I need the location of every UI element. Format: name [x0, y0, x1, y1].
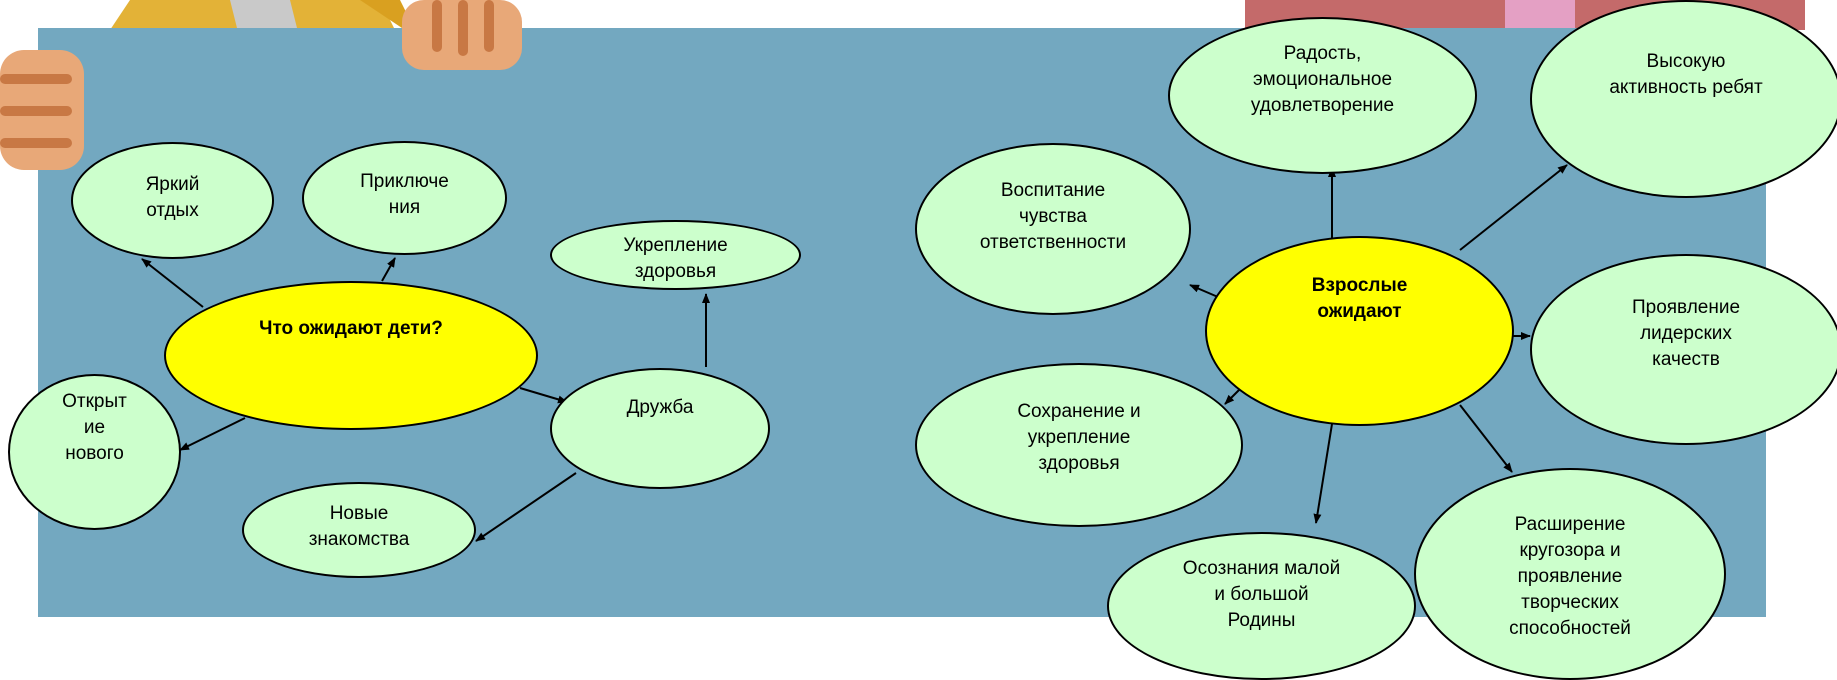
- node-adventures: Приключе ния: [302, 141, 507, 255]
- arrow-to-horizons: [1459, 404, 1513, 473]
- node-health-adults: Сохранение и укрепление здоровья: [915, 363, 1243, 527]
- node-horizons: Расширение кругозора и проявление творче…: [1414, 468, 1726, 680]
- node-joy: Радость, эмоциональное удовлетворение: [1168, 17, 1477, 174]
- arrow-to-new-friends: [475, 472, 577, 542]
- node-new-friends: Новые знакомства: [242, 482, 476, 578]
- node-health-children: Укрепление здоровья: [550, 220, 801, 290]
- arrow-to-adventures: [381, 257, 396, 282]
- node-leadership: Проявление лидерских качеств: [1530, 254, 1837, 445]
- node-friendship: Дружба: [550, 368, 770, 489]
- adults-center-label: Взрослые ожидают: [1311, 275, 1408, 322]
- children-center-node: Что ожидают дети?: [164, 281, 538, 430]
- adults-center-node: Взрослые ожидают: [1205, 236, 1514, 426]
- hand-left: [0, 50, 84, 170]
- arrow-to-friendship: [519, 387, 568, 404]
- node-discovery: Открыт ие нового: [8, 374, 181, 530]
- hand-top: [402, 0, 522, 70]
- arrow-to-discovery: [179, 417, 246, 451]
- node-responsibility: Воспитание чувства ответственности: [915, 143, 1191, 315]
- node-activity: Высокую активность ребят: [1530, 0, 1837, 198]
- children-center-label: Что ожидают дети?: [259, 318, 443, 339]
- arrow-to-homeland: [1313, 423, 1333, 524]
- arrow-to-bright-rest: [141, 258, 204, 308]
- node-bright-rest: Яркий отдых: [71, 142, 274, 259]
- node-homeland: Осознания малой и большой Родины: [1107, 532, 1416, 680]
- arrow-to-activity: [1459, 164, 1568, 251]
